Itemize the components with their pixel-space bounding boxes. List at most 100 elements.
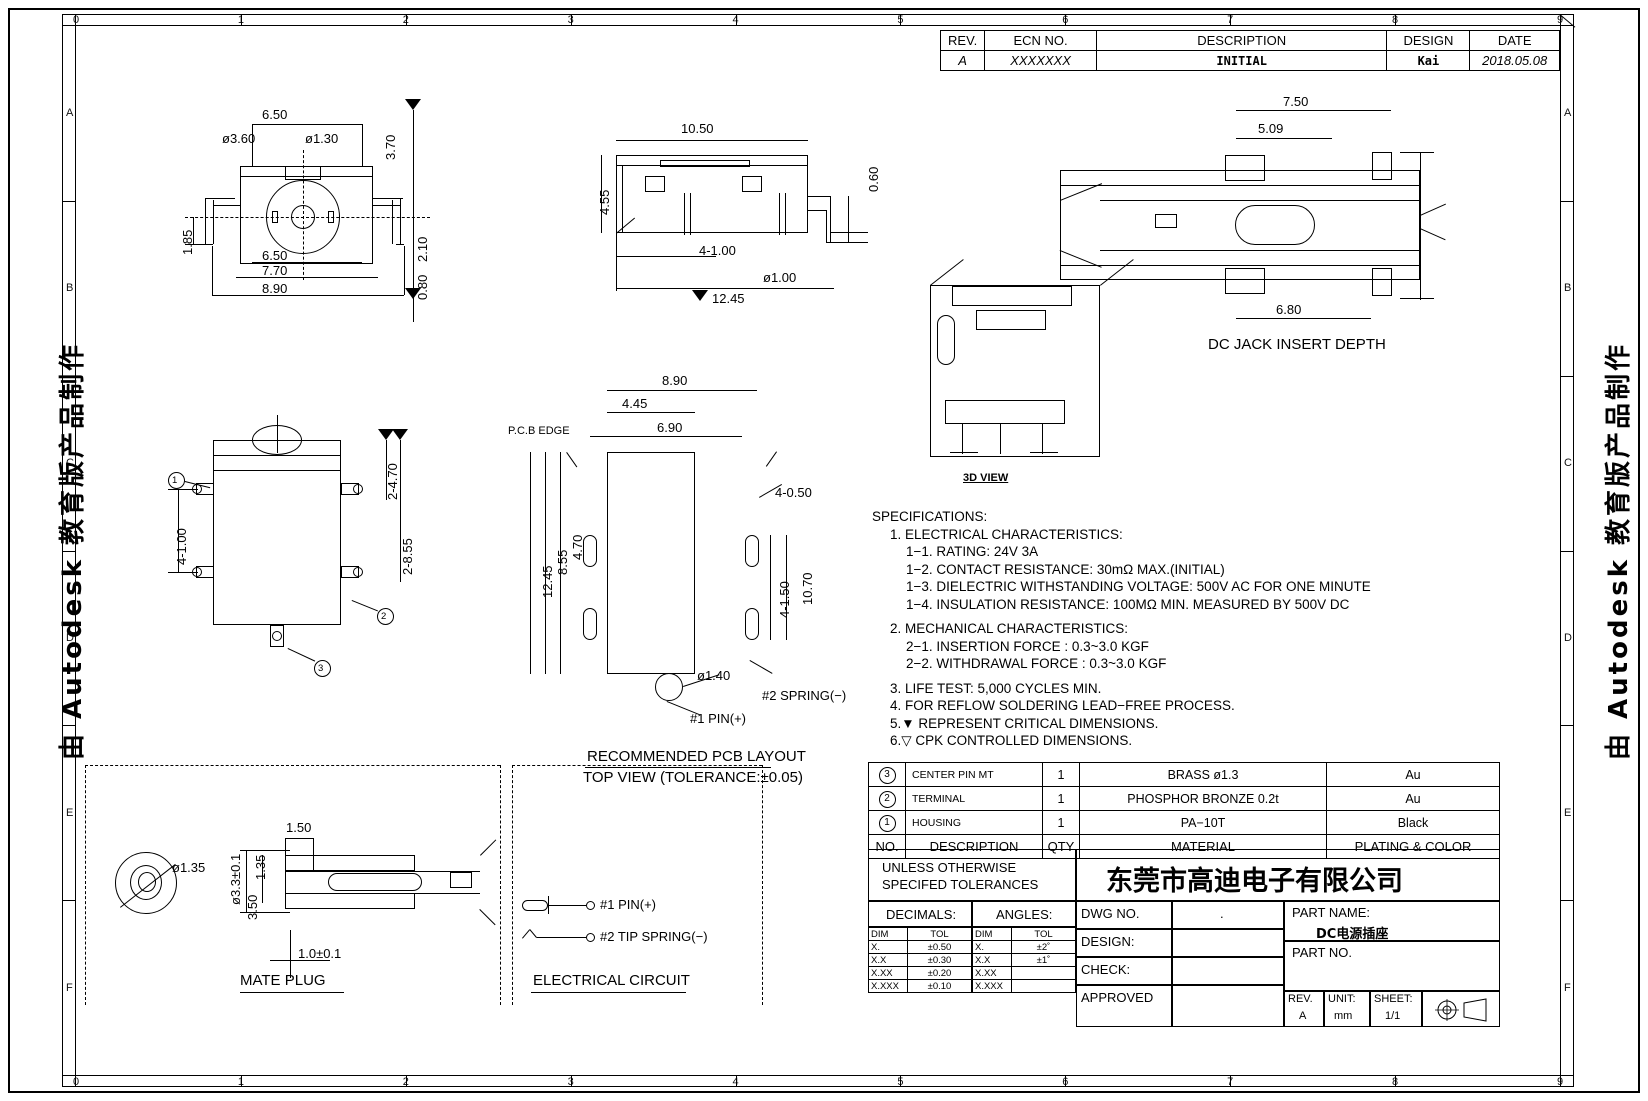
tolerance-note-line2: SPECIFED TOLERANCES (882, 877, 1039, 892)
zone-tick (1395, 14, 1397, 26)
field-value-cell-1[interactable] (1172, 929, 1284, 957)
dim-plug-350: 3.50 (245, 894, 260, 920)
bom-header-qty: QTY (1042, 834, 1080, 859)
zone-tick (1560, 725, 1574, 727)
bom-header-plating: PLATING & COLOR (1326, 834, 1500, 859)
bom-header-description: DESCRIPTION (905, 834, 1043, 859)
spec-line-4: 1−4. INSULATION RESISTANCE: 100MΩ MIN. M… (906, 596, 1350, 612)
zone-letter-right-F: F (1564, 981, 1571, 994)
decimals-label: DECIMALS: (886, 907, 957, 922)
dim-bottom-2-855: 2-8.55 (400, 538, 415, 575)
zone-tick (570, 1075, 572, 1087)
bom-item-plating: Black (1326, 810, 1500, 835)
angles-tolerance-row: X.XXX (972, 979, 1076, 993)
dim-plug-d135: ø1.35 (172, 860, 206, 875)
zone-tick (1560, 375, 1574, 377)
dim-plug-d33: ø3.3±0.1 (228, 853, 243, 905)
zone-number-bottom-9: 9 (1556, 1076, 1564, 1088)
part-name-value: DC电源插座 (1316, 927, 1389, 942)
bom-item-qty: 1 (1042, 786, 1080, 811)
spec-line-12: 5.▼ REPRESENT CRITICAL DIMENSIONS. (890, 715, 1159, 731)
revision-row: A XXXXXXX INITIAL Kai 2018.05.08 (939, 50, 1560, 71)
dim-side-060: 0.60 (866, 166, 881, 192)
field-label-2: CHECK: (1081, 962, 1131, 977)
field-label-cell-3 (1076, 985, 1172, 1027)
angles-header-cell (972, 901, 1076, 927)
ecn-header: ECN NO. (984, 30, 1097, 51)
sheet-cell (1370, 991, 1422, 1027)
dim-plug-150: 1.50 (286, 820, 312, 835)
balloon-1: 1 (172, 475, 178, 486)
bom-item-description: TERMINAL (905, 786, 1043, 811)
dim-plug-135: 1.35 (253, 854, 268, 880)
ecn-value: XXXXXXX (984, 50, 1097, 71)
spec-line-3: 1−3. DIELECTRIC WITHSTANDING VOLTAGE: 50… (906, 579, 1371, 594)
design-value: Kai (1386, 50, 1471, 71)
watermark-right: 由 Autodesk 教育版产品制作 (1604, 341, 1634, 760)
critical-dim-marker-side (692, 290, 708, 301)
angles-tolerance-row: X.XX (972, 966, 1076, 980)
tolerance-note-line1: UNLESS OTHERWISE (882, 860, 1017, 875)
bom-item-material: PHOSPHOR BRONZE 0.2t (1079, 786, 1327, 811)
sheet-value: 1/1 (1385, 1010, 1401, 1022)
rev-cell (1284, 991, 1324, 1027)
spec-gap (872, 613, 1371, 620)
spec-line-10: 3. LIFE TEST: 5,000 CYCLES MIN. (890, 680, 1102, 696)
tolerance-note-cell (868, 849, 1076, 901)
bom-item-plating: Au (1326, 786, 1500, 811)
zone-letter-right-E: E (1564, 806, 1572, 819)
mate-plug-title: MATE PLUG (240, 972, 326, 989)
dim-section-680: 6.80 (1276, 302, 1302, 317)
decimals-tolerance-row: X.XXX±0.10 (868, 979, 972, 993)
pcb-edge-label: P.C.B EDGE (508, 425, 570, 437)
decimals-tolerance-row: X.XX±0.20 (868, 966, 972, 980)
field-label-1: DESIGN: (1081, 934, 1135, 949)
zone-tick (900, 14, 902, 26)
dim-pcb-4-150: 4-1.50 (777, 581, 792, 618)
decimals-tol: ±0.20 (907, 966, 972, 980)
dim-front-650-top: 6.50 (262, 107, 288, 122)
dim-side-1245: 12.45 (712, 291, 745, 306)
zone-tick (62, 375, 76, 377)
circuit-item-1: #1 PIN(+) (600, 897, 656, 912)
pcb-title-line1: RECOMMENDED PCB LAYOUT (587, 748, 806, 765)
description-value: INITIAL (1095, 50, 1388, 71)
decimals-tol: ±0.50 (907, 940, 972, 954)
decimals-dim: X.XXX (868, 979, 908, 993)
sheet-outer-border (8, 8, 1640, 1093)
zone-letter-left-A: A (66, 107, 74, 120)
decimals-dim: X. (868, 940, 908, 954)
spec-line-11: 4. FOR REFLOW SOLDERING LEAD−FREE PROCES… (890, 698, 1235, 713)
angles-dim: X.XX (972, 966, 1012, 980)
angles-dim: X.XXX (972, 979, 1012, 993)
spec-line-13: 6.▽ CPK CONTROLLED DIMENSIONS. (890, 733, 1133, 748)
angles-dim-header: DIM (972, 927, 1012, 941)
field-value-cell-0[interactable] (1172, 901, 1284, 929)
angles-dim: X. (972, 940, 1012, 954)
angles-tol (1011, 966, 1076, 980)
bom-item-no: 2 (868, 786, 906, 811)
zone-letter-left-C: C (66, 457, 74, 470)
decimals-tol-header: TOL (907, 927, 972, 941)
spec-line-2: 1−2. CONTACT RESISTANCE: 30mΩ MAX.(INITI… (906, 561, 1225, 577)
dim-pcb-890: 8.90 (662, 373, 688, 388)
zone-letter-left-D: D (66, 631, 74, 644)
dim-front-650-bot: 6.50 (262, 248, 288, 263)
bom-item-description: CENTER PIN MT (905, 762, 1043, 787)
bom-item-material: BRASS ø1.3 (1079, 762, 1327, 787)
zone-number-top-0: 0 (72, 14, 80, 26)
bom-item-qty: 1 (1042, 810, 1080, 835)
decimals-dim: X.XX (868, 966, 908, 980)
angles-tolerance-row: X.±2˚ (972, 940, 1076, 954)
field-value-cell-2[interactable] (1172, 957, 1284, 985)
dim-section-509: 5.09 (1258, 121, 1284, 136)
part-no-label: PART NO. (1292, 945, 1352, 960)
spec-line-1: 1−1. RATING: 24V 3A (906, 544, 1039, 559)
dim-pcb-855: 8.55 (555, 549, 570, 575)
field-value-cell-3[interactable] (1172, 985, 1284, 1027)
decimals-dim: X.X (868, 953, 908, 967)
field-label-cell-1 (1076, 929, 1172, 957)
balloon-3: 3 (318, 663, 324, 674)
field-label-3: APPROVED (1081, 990, 1154, 1005)
specifications-heading: SPECIFICATIONS: (872, 509, 988, 524)
